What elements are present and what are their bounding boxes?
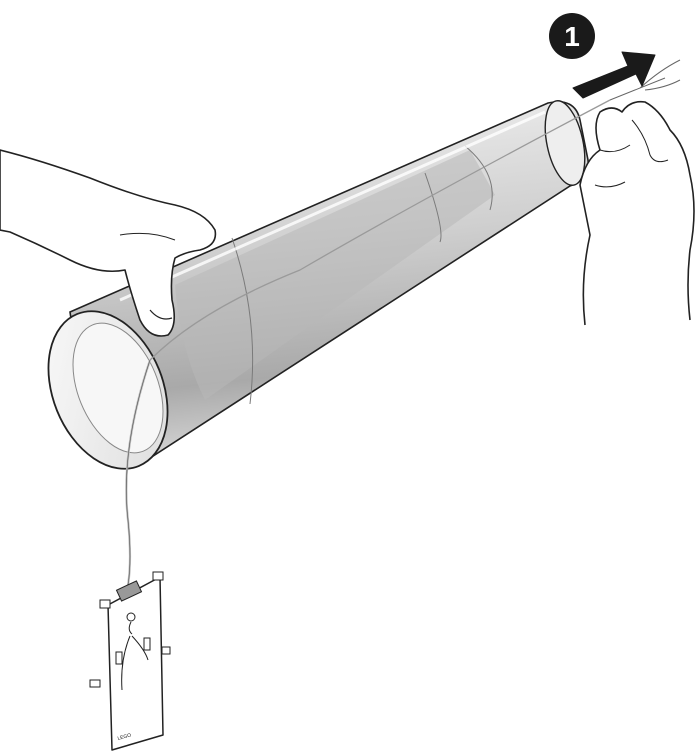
- plate-connector-2: [144, 638, 150, 650]
- pull-arrow-icon: [573, 52, 655, 98]
- step-number-badge: 1: [549, 13, 595, 59]
- plate-side-tab-2: [162, 647, 170, 654]
- plate-connector-1: [116, 652, 122, 664]
- step-number-text: 1: [564, 21, 580, 52]
- plate-tab-left: [100, 600, 110, 608]
- right-hand-outline: [580, 102, 694, 325]
- right-hand: [580, 102, 694, 325]
- mounting-plate: LEGO: [90, 572, 170, 750]
- plate-tab-right: [153, 572, 163, 580]
- plate-side-tab-1: [90, 680, 100, 687]
